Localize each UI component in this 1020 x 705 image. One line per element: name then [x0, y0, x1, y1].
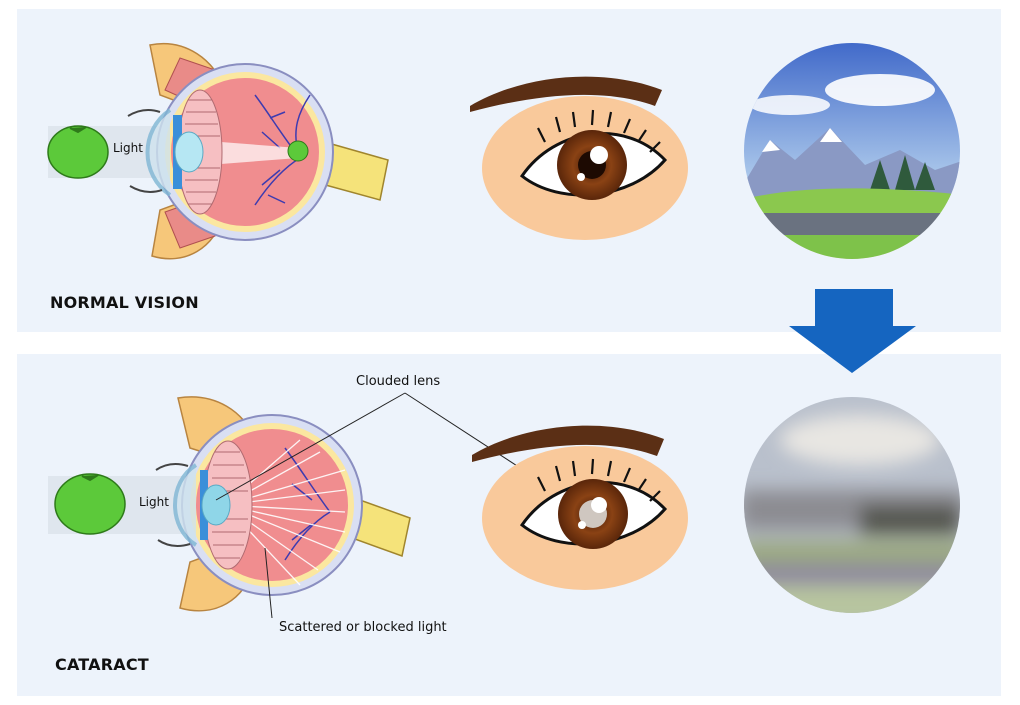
landscape-clear	[744, 43, 960, 259]
apple-icon	[47, 125, 109, 179]
apple-icon	[54, 473, 126, 535]
scattered-light-label: Scattered or blocked light	[279, 620, 447, 635]
eye-anatomy-normal	[48, 43, 389, 260]
eye-anatomy-cataract	[48, 396, 411, 612]
clouded-lens-label: Clouded lens	[356, 374, 441, 389]
cataract-title: CATARACT	[55, 655, 149, 674]
landscape-blurred	[744, 397, 960, 613]
eye-front-cataract	[472, 425, 688, 590]
eye-front-normal	[470, 76, 688, 240]
light-label-cataract: Light	[139, 495, 169, 509]
normal-vision-title: NORMAL VISION	[50, 293, 199, 312]
light-label-normal: Light	[113, 141, 143, 155]
down-arrow	[789, 289, 916, 373]
